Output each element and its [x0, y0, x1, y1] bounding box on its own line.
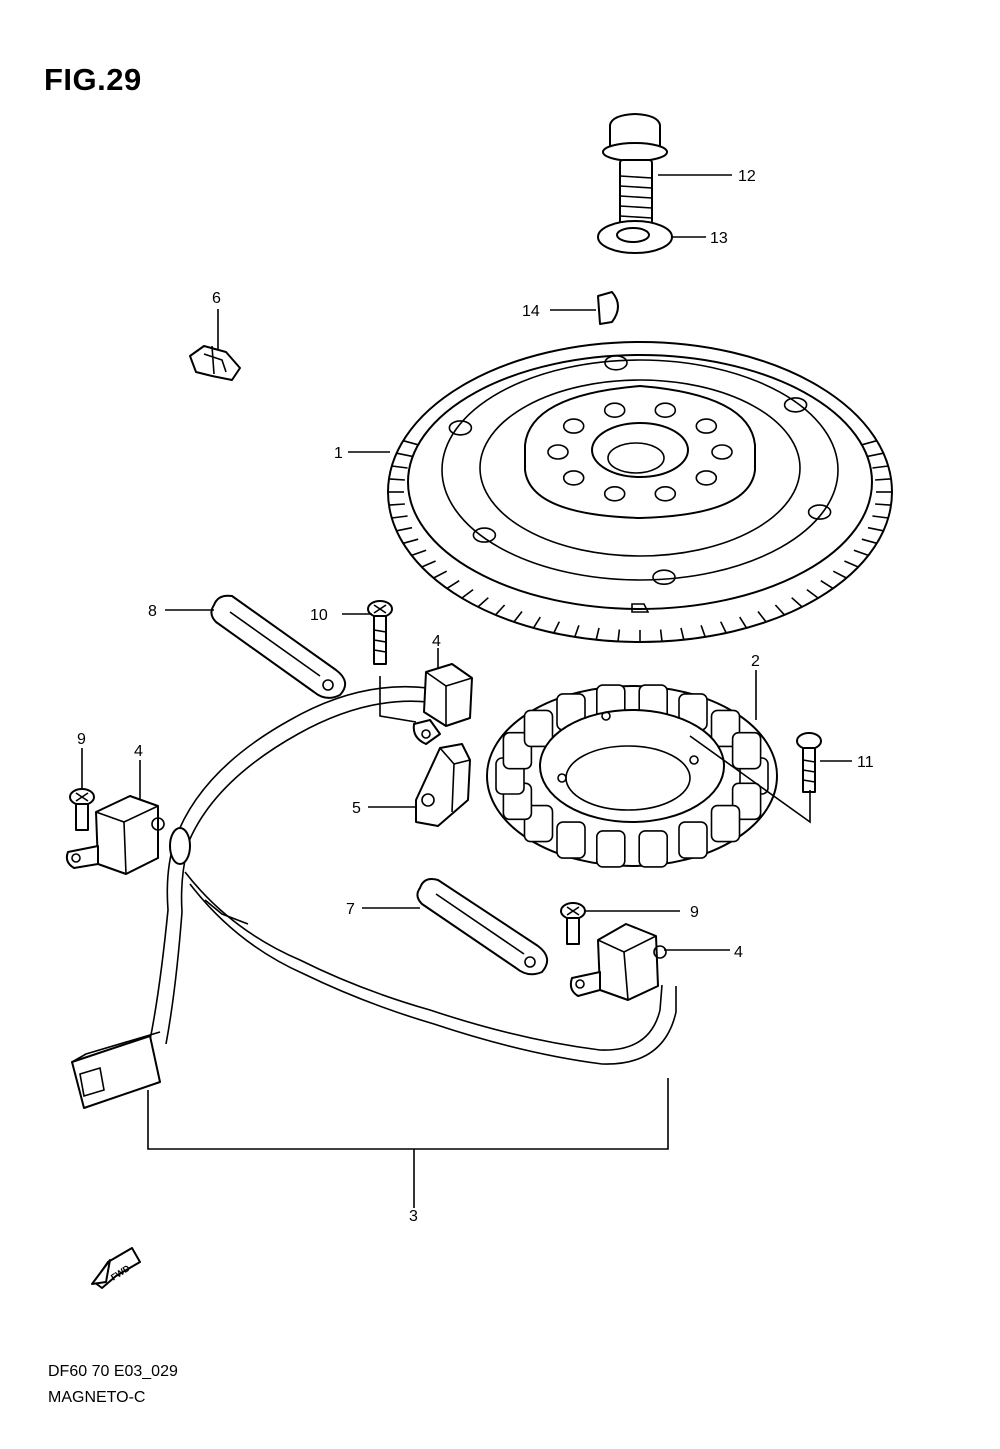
stator-screw-part: [796, 732, 822, 793]
callout-10: 10: [310, 607, 328, 624]
callout-6: 6: [212, 290, 221, 307]
ground-strap-lower-part: [416, 878, 549, 976]
callout-8: 8: [148, 603, 157, 620]
callout-3: 3: [409, 1208, 418, 1225]
callout-labels: 1 2 3 4 4 4 5 6 7 8 9 9 10 11 12 13 14: [77, 168, 874, 1225]
screw-left-part: [69, 788, 95, 831]
pulser-coil-upper-part: [412, 663, 473, 745]
forward-arrow-icon: FWD: [91, 1247, 141, 1289]
washer-part: [597, 220, 673, 254]
pulser-coil-left-part: [65, 795, 165, 875]
callout-9-right: 9: [690, 904, 699, 921]
callout-4-left: 4: [134, 743, 143, 760]
callout-11: 11: [857, 754, 874, 771]
callout-9-left: 9: [77, 731, 86, 748]
pulser-screw-part: [367, 600, 393, 665]
figure-title: FIG.29: [44, 62, 142, 97]
leader-lines: [81, 174, 852, 1208]
callout-1: 1: [334, 445, 343, 462]
wiring-harness-part: [71, 685, 677, 1109]
flange-bolt-part: [602, 113, 668, 225]
callout-5: 5: [352, 800, 361, 817]
figure-name: MAGNETO-C: [48, 1389, 146, 1406]
flywheel-part: [387, 341, 893, 643]
callout-7: 7: [346, 901, 355, 918]
stator-part: [486, 684, 778, 868]
callout-14: 14: [522, 303, 540, 320]
callout-4-upper: 4: [432, 633, 441, 650]
screw-right-part: [560, 902, 586, 945]
callout-2: 2: [751, 653, 760, 670]
figure-code: DF60 70 E03_029: [48, 1363, 178, 1380]
callout-12: 12: [738, 168, 756, 185]
pulser-bracket-part: [415, 743, 471, 827]
ground-strap-upper-part: [210, 594, 347, 699]
pulser-coil-right-part: [569, 923, 667, 1001]
woodruff-key-part: [597, 291, 619, 325]
wire-clip-part: [189, 345, 241, 381]
callout-13: 13: [710, 230, 728, 247]
callout-4-right: 4: [734, 944, 743, 961]
